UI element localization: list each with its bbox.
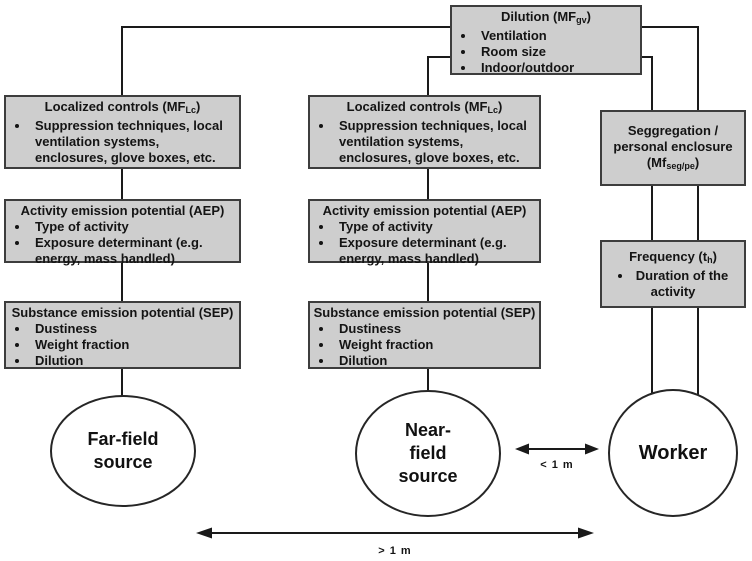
far-arrowhead-left xyxy=(196,527,212,539)
dilution-title-close: ) xyxy=(586,9,591,24)
bullet-item: Exposure determinant (e.g. energy, mass … xyxy=(30,235,235,267)
lc-title-text: Localized controls (MF xyxy=(346,99,488,114)
sep-bullet-list: Dustiness Weight fraction Dilution xyxy=(6,321,239,369)
dilution-title-text: Dilution (MF xyxy=(501,9,577,24)
lc-title-subscript: Lc xyxy=(487,105,498,115)
frequency-bullet-list: Duration of the activity xyxy=(602,268,744,300)
bullet-item: Ventilation xyxy=(476,28,636,44)
segregation-title-line3: (Mfseg/pe) xyxy=(602,155,744,174)
wire-dilution-to-seg-inner xyxy=(642,56,653,110)
frequency-title-close: ) xyxy=(712,248,717,264)
localized-controls-title: Localized controls (MFLc) xyxy=(310,97,539,118)
substance-emission-box-near-field: Substance emission potential (SEP) Dusti… xyxy=(308,301,541,369)
bullet-item: Suppression techniques, local ventilatio… xyxy=(30,118,235,166)
lc-bullet-list: Suppression techniques, local ventilatio… xyxy=(6,118,239,166)
activity-emission-box-near-field: Activity emission potential (AEP) Type o… xyxy=(308,199,541,266)
bullet-item: Suppression techniques, local ventilatio… xyxy=(334,118,535,166)
sep-title: Substance emission potential (SEP) xyxy=(11,305,234,320)
segregation-box: Seggregation / personal enclosure (Mfseg… xyxy=(600,110,746,186)
aep-title: Activity emission potential (AEP) xyxy=(322,203,527,218)
aep-bullet-list: Type of activity Exposure determinant (e… xyxy=(310,219,539,267)
far-distance-label: > 1 m xyxy=(378,545,412,557)
sep-title: Substance emission potential (SEP) xyxy=(313,305,536,320)
worker-circle: Worker xyxy=(608,389,738,517)
aep-title: Activity emission potential (AEP) xyxy=(20,203,225,218)
localized-controls-title: Localized controls (MFLc) xyxy=(6,97,239,118)
wire-dilution-to-seg-outer xyxy=(642,26,699,110)
dilution-box-title: Dilution (MFgv) xyxy=(452,7,640,28)
segregation-factor-close: ) xyxy=(694,154,700,170)
lc-title-subscript: Lc xyxy=(185,105,196,115)
near-arrowhead-right xyxy=(585,443,599,455)
lc-title-close: ) xyxy=(498,99,503,114)
frequency-box: Frequency (th) Duration of the activity xyxy=(600,240,746,308)
wire-seg-freq xyxy=(651,186,699,240)
wire-freq-worker xyxy=(651,308,699,400)
aep-bullet-list: Type of activity Exposure determinant (e… xyxy=(6,219,239,267)
activity-emission-box-far-field: Activity emission potential (AEP) Type o… xyxy=(4,199,241,266)
localized-controls-box-far-field: Localized controls (MFLc) Suppression te… xyxy=(4,95,241,169)
localized-controls-box-near-field: Localized controls (MFLc) Suppression te… xyxy=(308,95,541,169)
segregation-factor-text: (Mf xyxy=(646,154,667,170)
bullet-item: Type of activity xyxy=(334,219,535,235)
near-arrowhead-left xyxy=(515,443,529,455)
bullet-item: Dustiness xyxy=(30,321,235,337)
segregation-title-line1: Seggregation / xyxy=(627,122,719,138)
segregation-title-line2: personal enclosure xyxy=(613,138,733,154)
dilution-bullet-list: Ventilation Room size Indoor/outdoor xyxy=(452,28,640,76)
wire-dilution-to-lc-near xyxy=(427,56,450,95)
lc-title-close: ) xyxy=(196,99,201,114)
bullet-item: Dilution xyxy=(30,353,235,369)
bullet-item: Duration of the activity xyxy=(608,268,738,300)
far-arrowhead-right xyxy=(578,527,594,539)
frequency-title-text: Frequency (t xyxy=(629,248,708,264)
bullet-item: Room size xyxy=(476,44,636,60)
bullet-item: Exposure determinant (e.g. energy, mass … xyxy=(334,235,535,267)
bullet-item: Weight fraction xyxy=(334,337,535,353)
substance-emission-box-far-field: Substance emission potential (SEP) Dusti… xyxy=(4,301,241,369)
lc-bullet-list: Suppression techniques, local ventilatio… xyxy=(310,118,539,166)
bullet-item: Dustiness xyxy=(334,321,535,337)
segregation-factor-subscript: seg/pe xyxy=(666,160,695,171)
bullet-item: Indoor/outdoor xyxy=(476,60,636,76)
sep-bullet-list: Dustiness Weight fraction Dilution xyxy=(310,321,539,369)
near-field-source-circle: Near- field source xyxy=(355,390,501,517)
dilution-box: Dilution (MFgv) Ventilation Room size In… xyxy=(450,5,642,75)
frequency-title: Frequency (th) xyxy=(602,249,744,268)
far-field-source-circle: Far-field source xyxy=(50,395,196,507)
wire-dilution-to-lc-far xyxy=(121,26,450,95)
frequency-title-subscript: h xyxy=(707,254,713,265)
lc-title-text: Localized controls (MF xyxy=(44,99,186,114)
bullet-item: Weight fraction xyxy=(30,337,235,353)
dilution-title-subscript: gv xyxy=(576,15,587,25)
bullet-item: Type of activity xyxy=(30,219,235,235)
near-distance-label: < 1 m xyxy=(540,459,574,471)
bullet-item: Dilution xyxy=(334,353,535,369)
